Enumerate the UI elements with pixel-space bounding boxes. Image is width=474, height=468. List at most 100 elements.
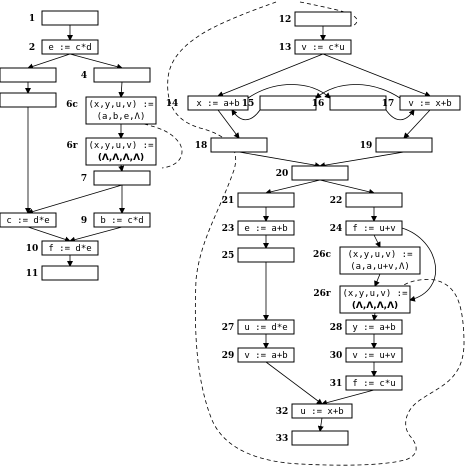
node-label: 13: [279, 43, 292, 53]
node-box: [345, 375, 403, 391]
node-32: u := x+b 32: [276, 403, 353, 419]
edge-7-L3: [27, 184, 123, 215]
node-29: v := a+b29: [222, 347, 295, 363]
node-26c: (x,y,u,v) :=(a,a,u+v,Λ)26c: [313, 246, 421, 275]
node-code-line: (x,y,u,v) :=: [342, 289, 408, 299]
edge-18-20: [238, 151, 321, 169]
node-L3: c := d*e: [0, 212, 57, 228]
node-22: 22: [330, 192, 403, 208]
node-label: 16: [312, 99, 325, 109]
region-boundary-right: [167, 1, 465, 466]
node-23: e := a+b 23: [222, 220, 295, 236]
node-label: 2: [29, 43, 35, 53]
node-21: 21: [222, 192, 295, 208]
node-box: [375, 137, 433, 153]
node-code-line: v := c*u: [301, 43, 344, 53]
edge-20-22: [319, 179, 375, 195]
node-code-line: x := a+b: [196, 99, 239, 109]
edge-14-18: [217, 109, 240, 139]
node-code-line: (a,a,u+v,Λ): [350, 262, 410, 272]
node-label: 33: [276, 434, 289, 444]
node-code-line: (Λ,Λ,Λ,Λ): [98, 153, 144, 163]
node-6r: (x,y,u,v) :=(Λ,Λ,Λ,Λ)6r: [66, 137, 157, 166]
node-box: [41, 10, 99, 26]
edge-4-6c: [118, 81, 125, 98]
node-label: 28: [330, 323, 343, 333]
node-label: 9: [81, 216, 87, 226]
node-box: [41, 265, 99, 281]
node-17: v := x+b17: [382, 95, 461, 111]
node-label: 14: [166, 99, 179, 109]
node-9: b := c*d 9: [81, 212, 151, 228]
node-code-line: f := c*u: [352, 379, 395, 389]
node-label: 4: [81, 71, 87, 81]
node-code-line: e := c*d: [48, 43, 91, 53]
edge-13-17: [322, 53, 431, 97]
node-box: [93, 67, 151, 83]
node-code-line: (x,y,u,v) :=: [88, 100, 154, 110]
node-14: x := a+b 14: [166, 95, 249, 111]
node-L2: [0, 92, 57, 108]
node-24: f := u+v24: [330, 220, 403, 236]
node-label: 26r: [313, 289, 331, 299]
node-code-line: (a,b,e,Λ): [97, 112, 146, 122]
node-box: [399, 95, 461, 111]
node-label: 20: [276, 169, 289, 179]
node-box: [345, 319, 403, 335]
node-code-line: e := a+b: [244, 224, 287, 234]
node-label: 19: [360, 141, 373, 151]
node-33: 33: [276, 430, 349, 446]
node-27: u := d*e 27: [222, 319, 295, 335]
node-box: [259, 95, 317, 111]
node-code-line: u := d*e: [244, 323, 287, 333]
node-19: 19: [360, 137, 433, 153]
node-box: [237, 192, 295, 208]
node-26r: (x,y,u,v) :=(Λ,Λ,Λ,Λ)26r: [313, 285, 411, 314]
node-label: 6c: [66, 100, 78, 110]
node-label: 27: [222, 323, 235, 333]
node-box: [85, 96, 157, 125]
node-13: v := c*u 13: [279, 39, 352, 55]
node-box: [345, 347, 403, 363]
node-box: [294, 39, 352, 55]
node-label: 23: [222, 224, 235, 234]
node-11: 11: [26, 265, 99, 281]
node-15: 15: [242, 95, 317, 111]
node-box: [237, 347, 295, 363]
edge-24-26c: [373, 234, 381, 248]
node-box: [210, 137, 268, 153]
node-label: 10: [26, 244, 39, 254]
node-box: [85, 137, 157, 166]
node-box: [0, 212, 57, 228]
node-code-line: (x,y,u,v) :=: [347, 250, 413, 260]
edge-31-32: [321, 389, 375, 406]
node-30: v := u+v30: [330, 347, 403, 363]
node-code-line: b := c*d: [100, 216, 143, 226]
edge-26c-26r: [374, 273, 381, 287]
node-code-line: f := d*e: [48, 244, 91, 254]
node-box: [345, 220, 403, 236]
node-code-line: v := a+b: [244, 351, 287, 361]
node-box: [339, 246, 421, 275]
node-L1: [0, 67, 57, 83]
node-box: [93, 170, 151, 186]
edge-13-14: [217, 53, 324, 97]
node-10: f := d*e 10: [26, 240, 99, 256]
edge-L3-10: [27, 226, 71, 243]
node-box: [339, 285, 411, 314]
node-box: [237, 319, 295, 335]
node-12: 12: [279, 11, 352, 27]
node-4: 4: [81, 67, 151, 83]
node-code-line: y := a+b: [352, 323, 395, 333]
edge-29-32: [265, 361, 323, 405]
node-label: 1: [29, 14, 35, 24]
node-code-line: u := x+b: [300, 407, 343, 417]
edge-32-33: [317, 417, 324, 432]
node-label: 32: [276, 407, 289, 417]
node-box: [41, 240, 99, 256]
node-box: [345, 192, 403, 208]
node-20: 20: [276, 165, 349, 181]
node-28: y := a+b 28: [330, 319, 403, 335]
node-box: [291, 403, 353, 419]
